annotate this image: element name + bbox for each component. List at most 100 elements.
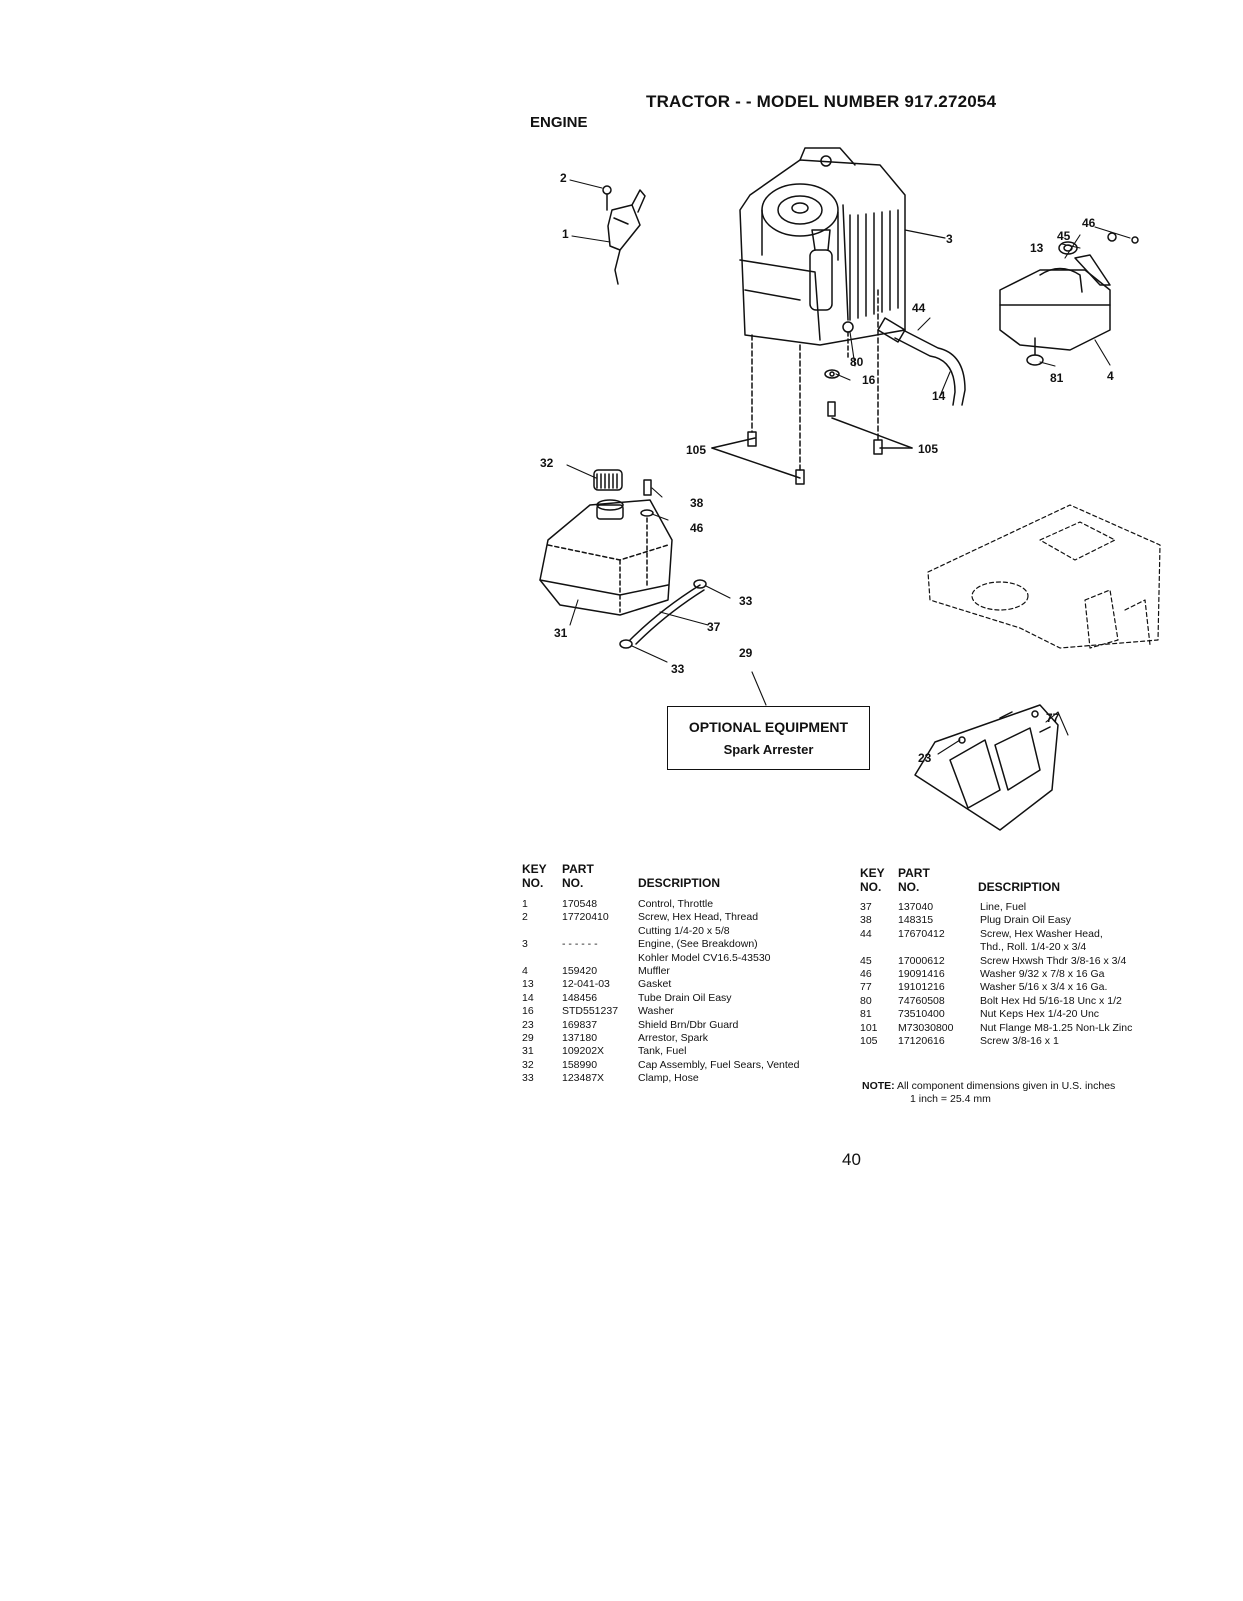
part-number: 148456 <box>562 991 598 1004</box>
part-number: 17720410 <box>562 911 609 924</box>
part-description: Screw, Hex Washer Head, <box>980 927 1103 940</box>
part-number: M73030800 <box>898 1021 954 1034</box>
part-description: Clamp, Hose <box>638 1072 699 1085</box>
callout-23: 23 <box>918 751 932 765</box>
header-key-no: NO. <box>860 880 882 894</box>
part-description: Thd., Roll. 1/4-20 x 3/4 <box>980 941 1087 954</box>
part-number: 17670412 <box>898 927 945 940</box>
dimension-note: NOTE: All component dimensions given in … <box>862 1080 1115 1106</box>
part-number: 158990 <box>562 1058 598 1071</box>
callout-14: 14 <box>932 389 946 403</box>
part-number: 170548 <box>562 898 598 910</box>
key-number: 23 <box>522 1018 534 1031</box>
page-number: 40 <box>842 1150 861 1169</box>
header-key: KEY <box>860 866 885 880</box>
key-number: 31 <box>522 1045 534 1058</box>
part-description: Washer 5/16 x 3/4 x 16 Ga. <box>980 981 1108 994</box>
callout-46: 46 <box>690 521 704 535</box>
header-key-no: NO. <box>522 876 544 890</box>
part-number: 19091416 <box>898 968 945 980</box>
part-description: Kohler Model CV16.5-43530 <box>638 951 771 964</box>
header-description: DESCRIPTION <box>978 880 1061 894</box>
key-number: 37 <box>860 901 872 913</box>
drain-tube-drawing <box>824 317 966 406</box>
key-number: 46 <box>860 968 872 980</box>
part-description: Nut Flange M8-1.25 Non-Lk Zinc <box>980 1021 1133 1034</box>
key-number: 13 <box>522 978 534 991</box>
callout-31: 31 <box>554 626 568 640</box>
part-number: 159420 <box>562 965 598 977</box>
callout-33-lower: 33 <box>671 662 685 676</box>
key-number: 45 <box>860 954 872 967</box>
optional-equipment-subtitle: Spark Arrester <box>723 742 814 757</box>
key-number: 105 <box>860 1035 878 1047</box>
part-description: Gasket <box>638 978 672 991</box>
page-title: TRACTOR - - MODEL NUMBER 917.272054 <box>646 92 997 111</box>
key-number: 44 <box>860 927 872 940</box>
part-number: 109202X <box>562 1045 605 1058</box>
key-number: 2 <box>522 911 528 924</box>
part-description: Line, Fuel <box>980 901 1027 913</box>
callout-2: 2 <box>560 171 567 185</box>
callout-80: 46 <box>1082 216 1096 230</box>
part-number: - - - - - - <box>562 938 598 951</box>
part-number: 137180 <box>562 1032 598 1044</box>
part-description: Control, Throttle <box>638 898 714 910</box>
callout-3: 3 <box>946 232 953 246</box>
callout-105-right: 105 <box>918 442 938 456</box>
callout-45: 77 <box>1046 711 1060 725</box>
note-label: NOTE: <box>862 1080 895 1092</box>
part-description: Muffler <box>638 965 670 977</box>
optional-equipment-box: OPTIONAL EQUIPMENT Spark Arrester <box>667 706 870 770</box>
header-description: DESCRIPTION <box>638 876 721 890</box>
key-number: 32 <box>522 1058 534 1071</box>
callout-labels: 2 1 3 46 45 13 44 80 16 14 81 4 105 105 … <box>540 171 1114 765</box>
part-description: Nut Keps Hex 1/4-20 Unc <box>980 1008 1100 1021</box>
fuel-line-drawing <box>619 579 707 649</box>
header-part-no: NO. <box>898 880 920 894</box>
part-description: Screw 3/8-16 x 1 <box>980 1035 1059 1047</box>
callout-29: 29 <box>739 646 753 660</box>
section-title: ENGINE <box>530 114 588 131</box>
part-number: 169837 <box>562 1018 598 1031</box>
optional-equipment-title: OPTIONAL EQUIPMENT <box>688 719 849 735</box>
part-description: Screw, Hex Head, Thread <box>638 911 759 924</box>
callout-105-left: 105 <box>686 443 706 457</box>
part-description: Tank, Fuel <box>638 1045 687 1058</box>
part-number: 19101216 <box>898 981 945 994</box>
key-number: 38 <box>860 914 872 927</box>
part-description: Screw Hxwsh Thdr 3/8-16 x 3/4 <box>980 954 1127 967</box>
part-description: Engine, (See Breakdown) <box>638 938 758 951</box>
spark-arrester-drawing <box>914 704 1059 831</box>
muffler-drawing <box>999 232 1139 366</box>
part-description: Arrestor, Spark <box>638 1032 709 1044</box>
part-description: Plug Drain Oil Easy <box>980 914 1072 927</box>
part-number: 73510400 <box>898 1008 945 1021</box>
note-line-2: 1 inch = 25.4 mm <box>910 1093 991 1105</box>
callout-44: 38 <box>690 496 704 510</box>
key-number: 16 <box>522 1005 534 1018</box>
parts-diagram: 2 1 3 46 45 13 44 80 16 14 81 4 105 105 … <box>539 147 1161 831</box>
callout-38: 44 <box>912 301 926 315</box>
header-part: PART <box>562 862 594 876</box>
part-number: 12-041-03 <box>562 978 610 991</box>
callout-77: 45 <box>1057 229 1071 243</box>
mounting-screws-drawing <box>711 289 913 485</box>
part-description: Tube Drain Oil Easy <box>638 991 732 1004</box>
part-description: Shield Brn/Dbr Guard <box>638 1018 739 1031</box>
header-part: PART <box>898 866 930 880</box>
part-number: STD551237 <box>562 1005 619 1018</box>
callout-1: 1 <box>562 227 569 241</box>
key-number: 81 <box>860 1008 872 1021</box>
key-number: 77 <box>860 981 872 994</box>
key-number: 101 <box>860 1021 878 1034</box>
key-number: 4 <box>522 965 528 977</box>
fuel-tank-drawing <box>539 469 673 616</box>
key-number: 80 <box>860 994 872 1007</box>
part-description: Cutting 1/4-20 x 5/8 <box>638 924 730 937</box>
key-number: 33 <box>522 1072 534 1085</box>
part-description: Washer <box>638 1005 674 1018</box>
key-number: 29 <box>522 1032 534 1044</box>
key-number: 3 <box>522 938 528 951</box>
key-number: 1 <box>522 898 528 910</box>
